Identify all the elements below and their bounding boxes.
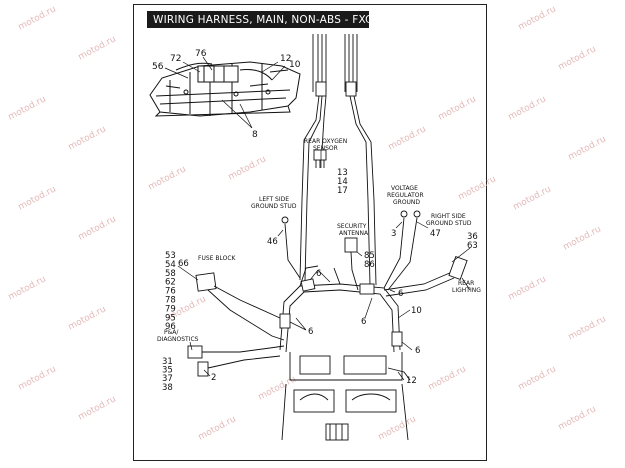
watermark-text: motod.ru [517, 364, 558, 392]
diag-ref-31: 31 [162, 357, 173, 367]
watermark-text: motod.ru [567, 314, 608, 342]
watermark-text: motod.ru [67, 304, 108, 332]
label-10-main: 10 [411, 306, 422, 316]
label-63: 63 [467, 241, 478, 251]
watermark-text: motod.ru [17, 4, 58, 32]
fuse-ref-54: 54 [165, 260, 176, 270]
main-leaders [177, 150, 471, 381]
voltage-regulator-label-3: GROUND [393, 199, 420, 206]
security-antenna-label-1: SECURITY [337, 223, 367, 230]
watermark-text: motod.ru [7, 274, 48, 302]
security-antenna-label-2: ANTENNA [339, 230, 369, 237]
label-46: 46 [267, 237, 278, 247]
fuse-ref-58: 58 [165, 269, 176, 279]
watermark-text: motod.ru [377, 414, 418, 442]
watermark-text: motod.ru [77, 34, 118, 62]
pa-diagnostics-label-2: DIAGNOSTICS [157, 336, 199, 343]
label-6-top: 6 [316, 269, 321, 279]
watermark-text: motod.ru [197, 414, 238, 442]
voltage-regulator-label-1: VOLTAGE [391, 185, 418, 192]
fuse-ref-78: 78 [165, 296, 176, 306]
watermark-text: motod.ru [557, 404, 598, 432]
watermark-text: motod.ru [227, 154, 268, 182]
watermark-text: motod.ru [562, 224, 603, 252]
label-6-right: 6 [398, 289, 403, 299]
fuse-ref-96: 96 [165, 322, 176, 332]
diag-ref-37: 37 [162, 374, 173, 384]
callout-labels: 72 76 56 12 10 8 REAR OXYGEN SENSOR 13 1… [152, 49, 481, 393]
label-6-lower-right: 6 [415, 346, 420, 356]
fuse-ref-53: 53 [165, 251, 176, 261]
label-66: 66 [178, 259, 189, 269]
watermark-text: motod.ru [7, 94, 48, 122]
watermark-text: motod.ru [257, 374, 298, 402]
fuse-ref-95: 95 [165, 313, 176, 323]
left-ground-label-2: GROUND STUD [251, 203, 297, 210]
watermark-text: motod.ru [427, 364, 468, 392]
watermark-text: motod.ru [77, 394, 118, 422]
label-2: 2 [211, 373, 216, 383]
diag-ref-38: 38 [162, 383, 173, 393]
label-14: 14 [337, 177, 348, 187]
left-ground-label-1: LEFT SIDE [259, 196, 289, 203]
watermark-text: motod.ru [517, 4, 558, 32]
pa-diagnostics-label-1: P&A/ [164, 329, 179, 336]
harness-inset [149, 61, 301, 117]
rear-oxygen-sensor-label-1: REAR OXYGEN [304, 138, 347, 145]
label-85: 85 [364, 251, 375, 261]
watermark-text: motod.ru [507, 274, 548, 302]
right-ground-label-1: RIGHT SIDE [431, 213, 466, 220]
label-56: 56 [152, 62, 164, 72]
label-8: 8 [252, 130, 258, 140]
watermark-text: motod.ru [77, 214, 118, 242]
fuse-block-label: FUSE BLOCK [198, 255, 237, 262]
label-72: 72 [170, 54, 181, 64]
watermark-text: motod.ru [147, 164, 188, 192]
watermark-text: motod.ru [512, 184, 553, 212]
label-12-main: 12 [406, 376, 417, 386]
watermark-text: motod.ru [457, 174, 498, 202]
watermark-text: motod.ru [557, 44, 598, 72]
fuse-ref-62: 62 [165, 278, 176, 288]
label-10-inset: 10 [289, 60, 301, 70]
label-86: 86 [364, 260, 375, 270]
label-12-inset: 12 [280, 54, 291, 64]
main-harness [187, 34, 468, 441]
fuse-ref-76: 76 [165, 287, 176, 297]
watermark-text: motod.ru [17, 184, 58, 212]
fuse-ref-79: 79 [165, 304, 176, 314]
rear-lighting-label-1: REAR [458, 280, 474, 287]
label-13: 13 [337, 168, 348, 178]
watermark-text: motod.ru [387, 124, 428, 152]
label-6-left: 6 [308, 327, 313, 337]
watermark-text: motod.ru [67, 124, 108, 152]
label-76: 76 [195, 49, 207, 59]
watermark-text: motod.ru [567, 134, 608, 162]
label-6-center: 6 [361, 317, 366, 327]
diag-ref-35: 35 [162, 366, 173, 376]
inset-leaders [164, 56, 286, 129]
label-17: 17 [337, 186, 348, 196]
right-ground-label-2: GROUND STUD [426, 220, 472, 227]
watermark-text: motod.ru [17, 364, 58, 392]
watermark-layer: motod.ru motod.ru motod.ru motod.ru motod.ru… [7, 4, 608, 442]
diagram-title: WIRING HARNESS, MAIN, NON-ABS - FXCWC [147, 11, 391, 28]
voltage-regulator-label-2: REGULATOR [387, 192, 424, 199]
rear-oxygen-sensor-label-2: SENSOR [313, 145, 338, 152]
rear-lighting-label-2: LIGHTING [452, 287, 481, 294]
label-36: 36 [467, 232, 478, 242]
label-47: 47 [430, 229, 441, 239]
label-3: 3 [391, 229, 396, 239]
watermark-text: motod.ru [507, 94, 548, 122]
watermark-text: motod.ru [437, 94, 478, 122]
